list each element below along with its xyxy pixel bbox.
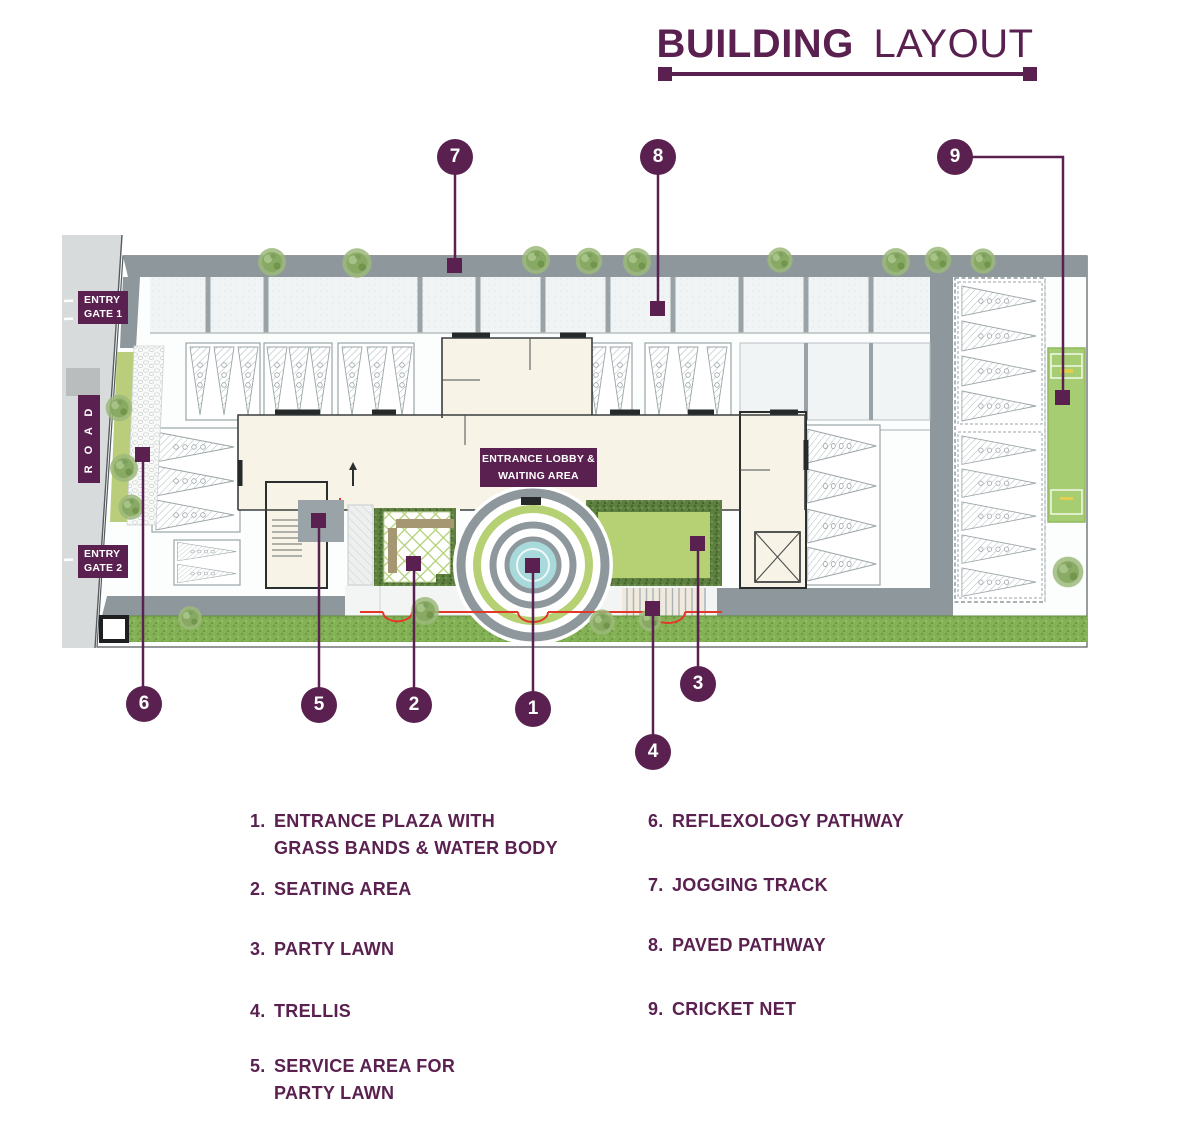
callout-anchors: [135, 258, 1070, 616]
road-speed-table: [66, 368, 100, 396]
legend-item-8: 8. PAVED PATHWAY: [648, 935, 826, 955]
herringbone-path: [348, 505, 373, 585]
title-bold: BUILDING: [656, 22, 854, 66]
callout-leaders: [141, 155, 1065, 743]
cricket-net: [1047, 347, 1086, 523]
bench: [396, 519, 454, 528]
entrance-lobby-label: ENTRANCE LOBBY & WAITING AREA: [480, 448, 597, 487]
internal-drives: [101, 277, 953, 620]
stack-parking-left: [151, 427, 241, 586]
entry-gate-2-label: ENTRY GATE 2: [78, 545, 129, 579]
parking-row-top: [150, 277, 930, 334]
callout-5: 5: [301, 687, 337, 723]
callout-2: 2: [396, 687, 432, 723]
stack-parking-right-column: [954, 277, 1046, 603]
callout-3: 3: [680, 666, 716, 702]
entry-gate-1-label: ENTRY GATE 1: [78, 291, 129, 325]
bench: [388, 528, 397, 573]
title-underline: [658, 67, 1037, 81]
legend-item-9: 9. CRICKET NET: [648, 999, 797, 1019]
page-title: BUILDING LAYOUT: [610, 22, 1080, 67]
security-cabin: [99, 615, 129, 643]
legend-item-2: 2. SEATING AREA: [250, 879, 412, 899]
stair-treads: [272, 519, 302, 557]
legend-item-6: 6. REFLEXOLOGY PATHWAY: [648, 811, 905, 831]
legend-item-1: 1. ENTRANCE PLAZA WITH GRASS BANDS & WAT…: [250, 811, 558, 858]
title-underline-line: [660, 72, 1035, 76]
callout-1: 1: [515, 691, 551, 727]
callout-6: 6: [126, 686, 162, 722]
callout-8: 8: [640, 139, 676, 175]
legend-item-3: 3. PARTY LAWN: [250, 939, 395, 959]
callout-leader-9: [955, 155, 1065, 394]
title-underline-cap-right: [1023, 67, 1037, 81]
callout-7: 7: [437, 139, 473, 175]
legend-item-5: 5. SERVICE AREA FOR PARTY LAWN: [250, 1056, 456, 1103]
legend-item-4: 4. TRELLIS: [250, 1001, 352, 1021]
road-label: R O A D: [78, 395, 100, 483]
callout-9: 9: [937, 139, 973, 175]
legend-item-7: 7. JOGGING TRACK: [648, 875, 828, 895]
title-light: LAYOUT: [873, 22, 1034, 66]
callout-4: 4: [635, 734, 671, 770]
